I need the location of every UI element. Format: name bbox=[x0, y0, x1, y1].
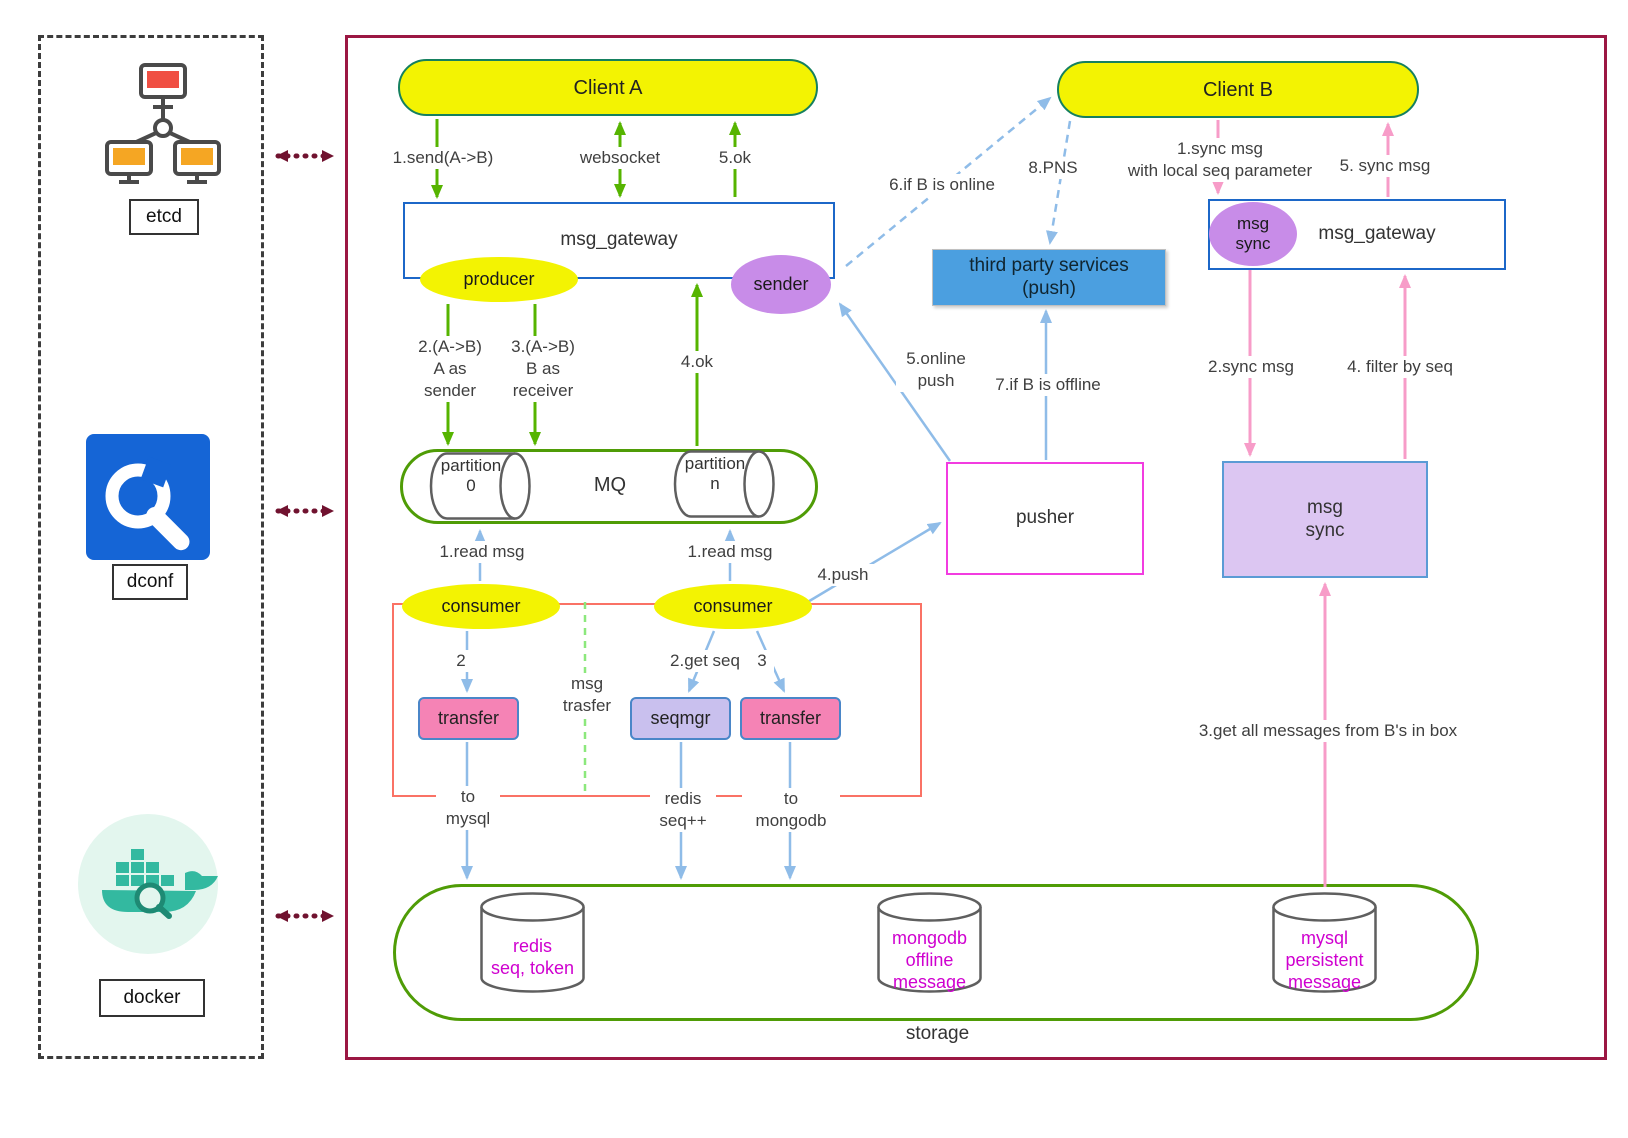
producer-ellipse: producer bbox=[420, 257, 578, 302]
mysql-store-label: mysql persistent message bbox=[1285, 928, 1364, 992]
partition-0-label: partition 0 bbox=[440, 456, 502, 496]
third-party-services-node: third party services (push) bbox=[932, 249, 1166, 306]
edge-label-b-online-6: 6.if B is online bbox=[876, 174, 1008, 197]
mongodb-cylinder bbox=[877, 892, 982, 993]
infra-link-arrows bbox=[275, 150, 335, 922]
msg-sync-ellipse: msg sync bbox=[1209, 202, 1297, 266]
transfer-left-node: transfer bbox=[418, 697, 519, 740]
edge-label-step-2: 2 bbox=[448, 650, 474, 673]
edge-label-sync-1: 1.sync msg with local seq parameter bbox=[1100, 138, 1340, 183]
edge-label-sync-5: 5. sync msg bbox=[1330, 155, 1440, 178]
pusher-node: pusher bbox=[946, 462, 1144, 575]
edge-label-to-mysql: to mysql bbox=[436, 786, 500, 831]
edge-label-pns-8: 8.PNS bbox=[1022, 157, 1084, 180]
edge-label-b-as-receiver: 3.(A->B) B as receiver bbox=[496, 336, 590, 403]
client-b-node: Client B bbox=[1057, 61, 1419, 118]
consumer-right-ellipse: consumer bbox=[654, 584, 812, 629]
redis-cylinder bbox=[480, 892, 585, 993]
edge-label-step-3: 3 bbox=[750, 650, 774, 673]
edge-label-sync-2: 2.sync msg bbox=[1200, 356, 1302, 379]
edge-label-ok-4: 4.ok bbox=[672, 351, 722, 374]
seqmgr-node: seqmgr bbox=[630, 697, 731, 740]
edge-label-ok-5: 5.ok bbox=[710, 147, 760, 170]
redis-store-label: redis seq, token bbox=[490, 936, 575, 978]
mongodb-store-label: mongodb offline message bbox=[891, 928, 968, 992]
edge-label-read-msg-right: 1.read msg bbox=[678, 541, 782, 564]
storage-label: storage bbox=[905, 1023, 970, 1044]
partition-n-cylinder bbox=[673, 450, 775, 518]
edge-label-filter-4: 4. filter by seq bbox=[1330, 356, 1470, 379]
edge-label-read-msg-left: 1.read msg bbox=[430, 541, 534, 564]
dconf-label: dconf bbox=[112, 564, 188, 600]
mq-label: MQ bbox=[593, 474, 627, 496]
edge-label-get-all-3: 3.get all messages from B's in box bbox=[1168, 720, 1488, 743]
etcd-cluster-icon bbox=[105, 63, 221, 184]
edge-label-b-offline-7: 7.if B is offline bbox=[980, 374, 1116, 397]
edge-label-to-mongodb: to mongodb bbox=[742, 788, 840, 833]
edge-label-online-push-5: 5.online push bbox=[896, 348, 976, 393]
dconf-wrench-icon bbox=[86, 434, 210, 560]
msg-sync-box: msg sync bbox=[1222, 461, 1428, 578]
docker-whale-icon bbox=[78, 814, 218, 954]
edge-label-a-as-sender: 2.(A->B) A as sender bbox=[403, 336, 497, 403]
edge-label-get-seq: 2.get seq bbox=[662, 650, 748, 673]
docker-label: docker bbox=[99, 979, 205, 1017]
edge-label-send-1: 1.send(A->B) bbox=[380, 147, 506, 170]
client-a-node: Client A bbox=[398, 59, 818, 116]
edge-label-msg-trasfer: msg trasfer bbox=[547, 673, 627, 718]
partition-0-cylinder bbox=[429, 452, 531, 520]
edge-label-redis-seq: redis seq++ bbox=[650, 788, 716, 833]
edge-label-push-4: 4.push bbox=[808, 564, 878, 587]
partition-n-label: partition n bbox=[684, 454, 746, 494]
transfer-right-node: transfer bbox=[740, 697, 841, 740]
etcd-label: etcd bbox=[129, 199, 199, 235]
sender-ellipse: sender bbox=[731, 255, 831, 314]
edge-label-websocket: websocket bbox=[567, 147, 673, 170]
consumer-left-ellipse: consumer bbox=[402, 584, 560, 629]
mysql-cylinder bbox=[1272, 892, 1377, 993]
